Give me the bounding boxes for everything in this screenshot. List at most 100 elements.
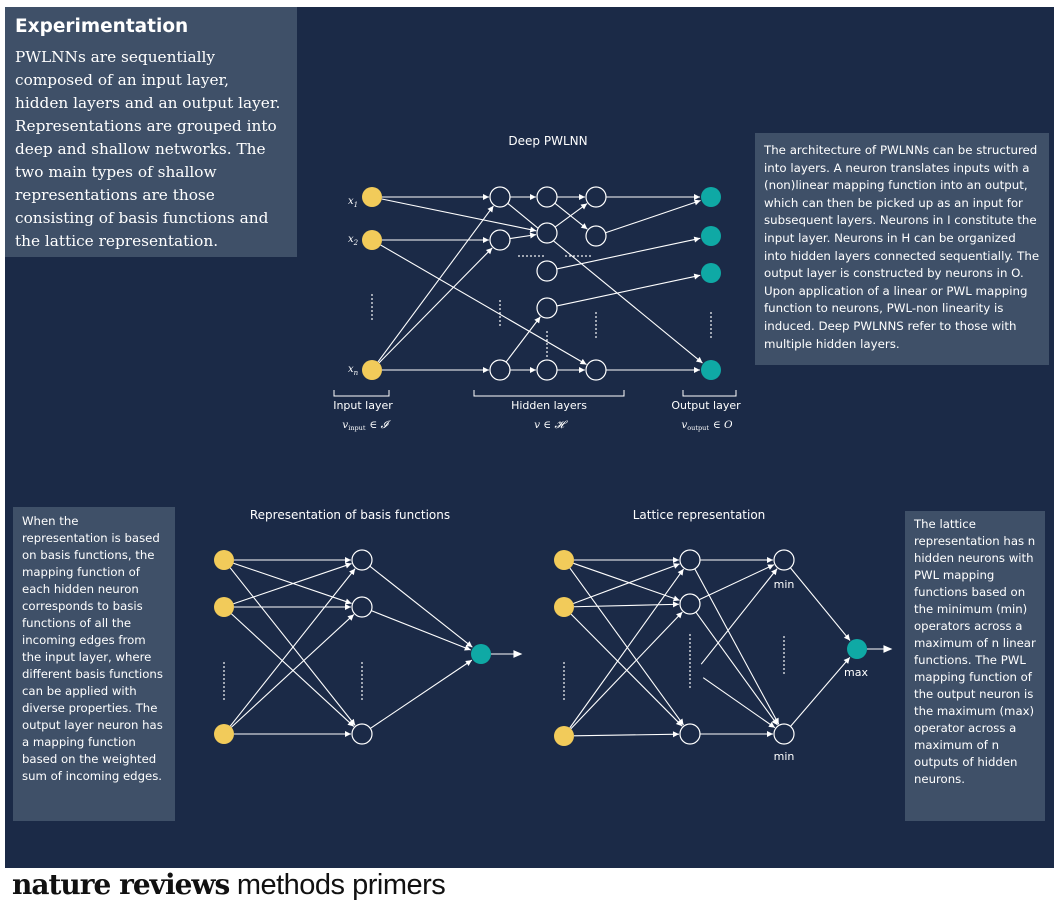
experimentation-title: Experimentation	[15, 16, 189, 37]
deep-output-dots	[710, 336, 712, 338]
lattice-input-dots	[563, 682, 565, 684]
lattice-edge	[570, 611, 683, 730]
lattice-min-dots	[783, 648, 785, 650]
deep-input-dots	[371, 294, 373, 296]
basis-edge-arrowhead	[465, 641, 473, 648]
deep-pwlnn-title: Deep PWLNN	[508, 134, 587, 148]
deep-hidden-dots	[581, 255, 583, 257]
lattice-hidden-dots	[689, 642, 691, 644]
deep-edge	[556, 237, 701, 270]
basis-input-dots	[223, 690, 225, 692]
deep-edge	[381, 198, 537, 232]
lattice-edge-arrowhead	[767, 731, 773, 737]
deep-output-node	[701, 226, 721, 246]
lattice-edge-arrowhead	[843, 657, 850, 664]
lattice-min-dots	[783, 652, 785, 654]
deep-hidden-dots	[526, 255, 528, 257]
lattice-edge	[573, 562, 680, 601]
lattice-edge	[694, 568, 780, 725]
lattice-edge	[573, 563, 680, 605]
lattice-hidden-dots	[689, 686, 691, 688]
basis-description: When the representation is based on basi…	[22, 514, 163, 783]
deep-edge-arrowhead	[693, 236, 701, 243]
basis-input-dots	[223, 678, 225, 680]
deep-hidden-dots	[522, 255, 524, 257]
deep-hidden-dots	[595, 328, 597, 330]
deep-input-dots	[371, 306, 373, 308]
lattice-min-node	[773, 723, 795, 745]
deep-hidden-dots	[595, 320, 597, 322]
basis-edge-arrowhead	[465, 660, 472, 666]
deep-hidden-dots	[499, 300, 501, 302]
deep-input-dots	[371, 314, 373, 316]
deep-hidden-dots	[499, 316, 501, 318]
deep-edge-arrowhead	[579, 194, 585, 200]
deep-hidden-dots	[499, 324, 501, 326]
basis-hidden-dots	[361, 682, 363, 684]
deep-hidden-dots	[589, 255, 591, 257]
basis-hidden-node	[351, 596, 373, 618]
infographic-panel: Experimentation PWLNNs are sequentially …	[5, 7, 1054, 868]
basis-edge-arrowhead	[345, 731, 351, 737]
deep-edge-arrowhead	[483, 237, 489, 243]
deep-edge-arrowhead	[694, 367, 700, 373]
lattice-edge	[573, 733, 680, 737]
deep-edge	[554, 203, 588, 228]
lattice-hidden-dots	[689, 658, 691, 660]
basis-description-box: When the representation is based on basi…	[13, 507, 175, 821]
deep-output-dots	[710, 316, 712, 318]
lattice-edge	[569, 568, 685, 729]
basis-hidden-dots	[361, 678, 363, 680]
deep-input-node	[362, 230, 382, 250]
deep-hidden-dots	[499, 308, 501, 310]
lattice-edge-arrowhead	[673, 557, 679, 563]
lattice-edge-arrowhead	[771, 718, 778, 726]
lattice-hidden-dots	[689, 666, 691, 668]
lattice-edge	[573, 603, 680, 608]
deep-hidden3-node	[585, 359, 607, 381]
lattice-edge-arrowhead	[771, 568, 778, 576]
deep-edge-arrowhead	[694, 194, 700, 200]
lattice-min-dots	[783, 644, 785, 646]
basis-hidden-node	[351, 549, 373, 571]
lattice-hidden-dots	[689, 678, 691, 680]
lattice-edge-arrowhead	[677, 568, 684, 576]
lattice-input-dots	[563, 686, 565, 688]
lattice-edge	[702, 677, 776, 729]
deep-hidden-dots	[518, 255, 520, 257]
deep-edge	[377, 205, 494, 363]
output-layer-bracket	[682, 390, 737, 397]
input-layer-label: Input layer	[333, 399, 393, 412]
lattice-edge-arrowhead	[673, 563, 680, 569]
deep-hidden-dots	[595, 336, 597, 338]
deep-edge-arrowhead	[534, 316, 541, 324]
deep-hidden3-node	[585, 186, 607, 208]
deep-hidden1-node	[489, 359, 511, 381]
deep-hidden-dots	[595, 316, 597, 318]
output-layer-label: Output layer	[671, 399, 741, 412]
lattice-edge-arrowhead	[672, 601, 680, 608]
basis-edge	[369, 565, 473, 648]
basis-hidden-dots	[361, 674, 363, 676]
deep-edge-arrowhead	[530, 367, 536, 373]
lattice-input-dots	[563, 666, 565, 668]
lattice-hidden-dots	[689, 670, 691, 672]
min-label-top: min	[774, 578, 795, 591]
deep-hidden-dots	[595, 324, 597, 326]
input-layer-bracket	[333, 390, 390, 397]
lattice-input-dots	[563, 690, 565, 692]
lattice-edge-arrowhead	[675, 719, 683, 727]
deep-output-node	[701, 263, 721, 283]
deep-input-dots	[371, 318, 373, 320]
lattice-edge-arrowhead	[768, 721, 775, 728]
lattice-edge	[695, 611, 779, 726]
deep-hidden-dots	[546, 335, 548, 337]
input-label-1: x1	[348, 196, 358, 209]
lattice-input-dots	[563, 694, 565, 696]
lattice-min-dots	[783, 664, 785, 666]
lattice-edge	[789, 567, 851, 641]
deep-hidden-dots	[595, 332, 597, 334]
lattice-edge-arrowhead	[843, 633, 851, 641]
deep-hidden-dots	[499, 320, 501, 322]
deep-edge-arrowhead	[695, 356, 703, 364]
